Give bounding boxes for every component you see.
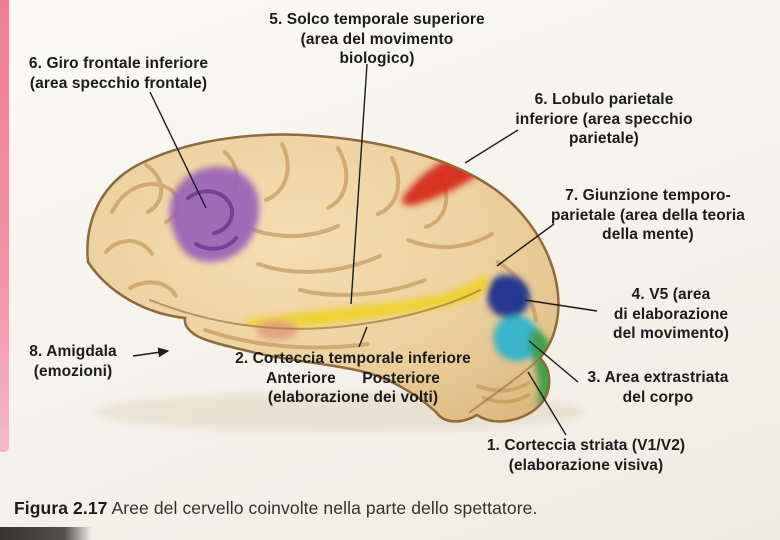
region-inferior-temporal-cortex <box>242 274 489 329</box>
label-inferior-frontal-gyrus: 6. Giro frontale inferiore (area specchi… <box>16 54 221 93</box>
label-inferior-temporal-cortex: 2. Corteccia temporale inferiore Anterio… <box>220 349 486 408</box>
leader-line-ipl <box>464 129 519 164</box>
brain-outline-stroke <box>86 133 560 423</box>
label-line: parietale (area della teoria <box>550 206 746 224</box>
label-line: 7. Giunzione temporo- <box>565 187 731 204</box>
photo-corner-shadow <box>0 527 92 540</box>
label-line: 3. Area extrastriata <box>587 369 729 386</box>
leader-line-tpj <box>496 223 555 267</box>
label-superior-temporal-sulcus: 5. Solco temporale superiore (area del m… <box>252 10 502 69</box>
leader-line-ifg <box>149 91 207 209</box>
label-line: (area del movimento <box>300 30 454 48</box>
leader-line-eba <box>528 340 579 383</box>
leader-line-v5 <box>524 299 598 312</box>
leader-line-sts <box>350 63 368 305</box>
label-line: (elaborazione dei volti) <box>267 389 439 407</box>
label-line: parietale) <box>569 130 639 148</box>
label-line: 4. V5 (area <box>631 286 711 303</box>
label-line: (elaborazione visiva) <box>508 456 664 474</box>
region-v5 <box>486 274 530 318</box>
label-line: 2. Corteccia temporale inferiore <box>235 350 471 367</box>
label-line: di elaborazione <box>613 305 729 323</box>
label-inferior-parietal-lobule: 6. Lobulo parietale inferiore (area spec… <box>506 90 702 149</box>
label-line: 8. Amigdala <box>29 343 117 360</box>
label-line: (emozioni) <box>33 362 113 380</box>
leader-line-itc <box>358 326 368 348</box>
region-extrastriate-body-area <box>493 315 540 361</box>
label-line: della mente) <box>602 226 694 244</box>
leader-lines <box>132 63 598 436</box>
region-amygdala-marker <box>256 320 298 340</box>
label-v5-area: 4. V5 (area di elaborazione del moviment… <box>596 285 746 344</box>
figure-caption: Figura 2.17 Aree del cervello coinvolte … <box>14 498 537 519</box>
label-line: 6. Giro frontale inferiore <box>28 55 209 72</box>
label-line: 5. Solco temporale superiore <box>269 11 485 28</box>
label-striate-cortex: 1. Corteccia striata (V1/V2) (elaborazio… <box>476 436 696 475</box>
label-line: inferiore (area specchio <box>515 110 693 128</box>
label-amygdala: 8. Amigdala (emozioni) <box>14 342 132 381</box>
label-extrastriate-body-area: 3. Area extrastriata del corpo <box>572 368 744 407</box>
label-line: 6. Lobulo parietale <box>534 91 674 108</box>
leader-line-v1 <box>527 371 567 436</box>
caption-figure-number: Figura 2.17 <box>14 498 108 518</box>
leader-arrow-amygdala <box>132 347 170 358</box>
gyri-texture <box>104 142 538 404</box>
label-line: biologico) <box>339 50 415 68</box>
purple-gyri-detail <box>186 189 238 251</box>
label-line: (area specchio frontale) <box>29 74 208 92</box>
page-edge-strip <box>0 0 9 452</box>
label-line: del movimento) <box>613 325 729 343</box>
caption-text: Aree del cervello coinvolte nella parte … <box>111 498 538 518</box>
label-line: 1. Corteccia striata (V1/V2) <box>486 437 686 454</box>
label-temporo-parietal-junction: 7. Giunzione temporo- parietale (area de… <box>548 186 748 245</box>
sulci-lines <box>149 289 539 413</box>
label-line: del corpo <box>622 388 694 406</box>
label-line: Anteriore Posteriore <box>266 369 440 387</box>
